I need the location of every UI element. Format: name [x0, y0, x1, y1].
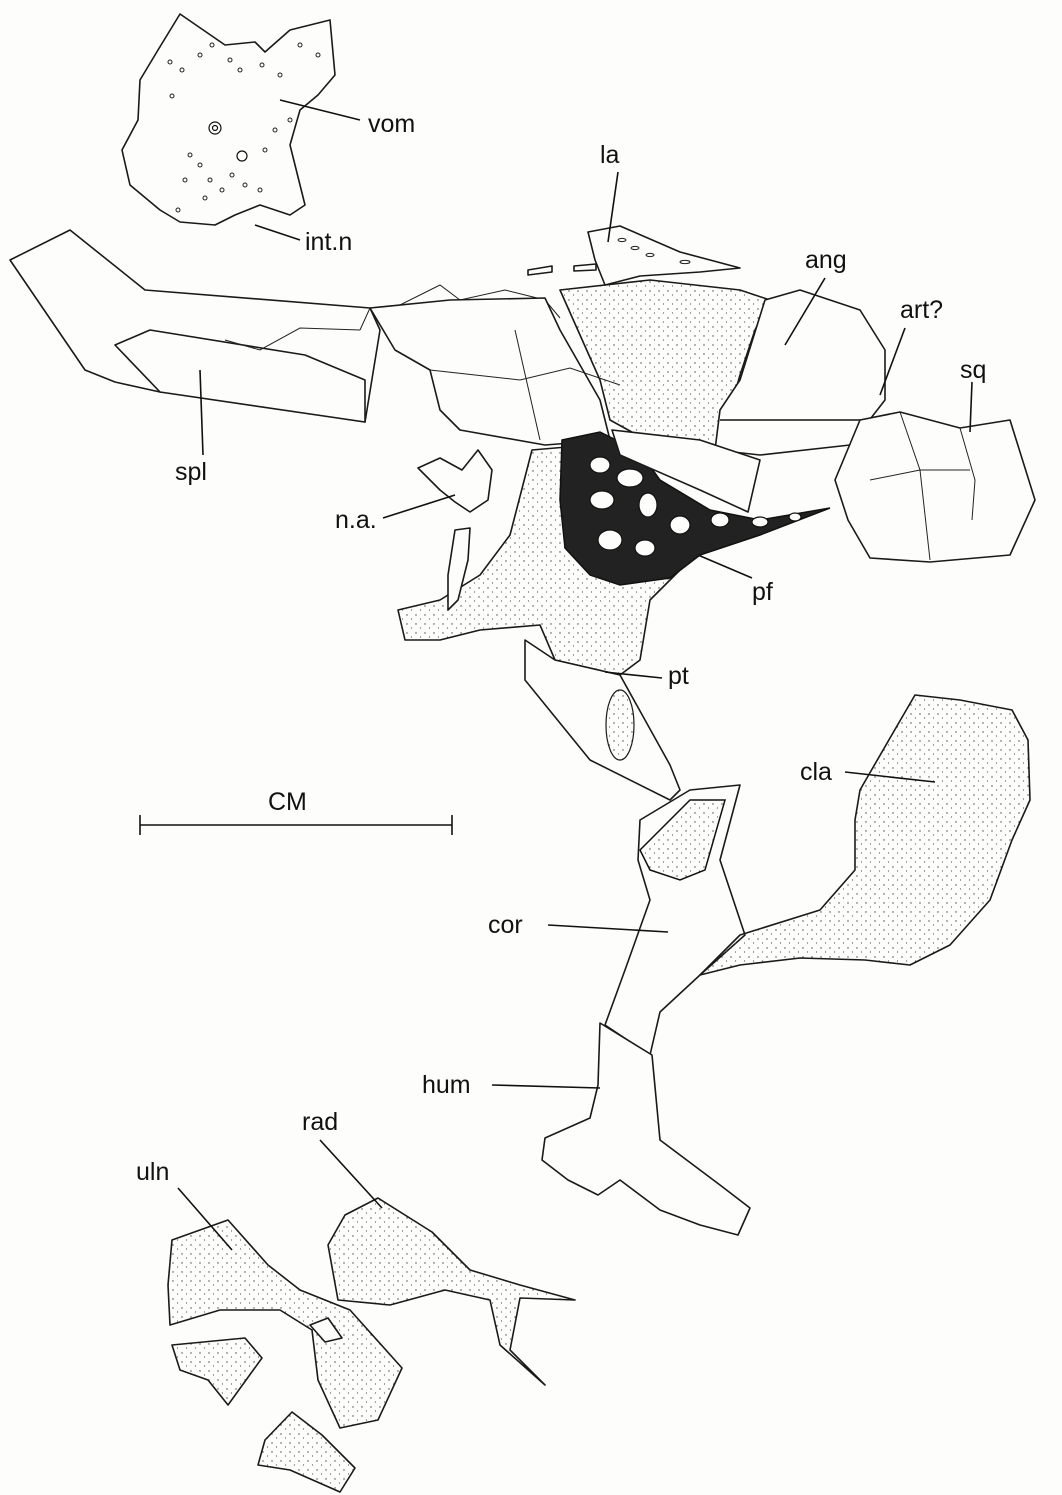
int-n-leader	[255, 225, 300, 240]
lacrimal-bone	[528, 226, 740, 285]
squamosal-bone	[835, 412, 1035, 562]
humerus-bone	[542, 1023, 750, 1235]
angular-bone	[560, 280, 885, 455]
hum-label: hum	[422, 1071, 471, 1099]
pf-leader	[698, 555, 752, 578]
art-label: art?	[900, 296, 943, 324]
scale-bar	[140, 815, 452, 835]
n-a-label: n.a.	[335, 506, 377, 534]
rad-label: rad	[302, 1108, 338, 1136]
sq-label: sq	[960, 356, 986, 384]
pt-label: pt	[668, 662, 689, 690]
int-n-label: int.n	[305, 228, 352, 256]
spl-label: spl	[175, 458, 207, 486]
sq-leader	[970, 382, 972, 432]
cor-label: cor	[488, 911, 523, 939]
ang-label: ang	[805, 246, 847, 274]
n-a-leader	[383, 495, 455, 518]
cla-label: cla	[800, 758, 832, 786]
scale-bar-label: CM	[268, 788, 307, 816]
clavicle-bone	[700, 695, 1030, 975]
la-label: la	[600, 141, 620, 169]
vom-label: vom	[368, 110, 415, 138]
uln-label: uln	[136, 1158, 169, 1186]
rad-leader	[320, 1140, 382, 1208]
coracoid-bone	[605, 785, 745, 1055]
pf-label: pf	[752, 578, 773, 606]
hum-leader	[492, 1085, 600, 1088]
mandible-bone	[10, 230, 620, 445]
vomer-bone	[122, 14, 335, 225]
